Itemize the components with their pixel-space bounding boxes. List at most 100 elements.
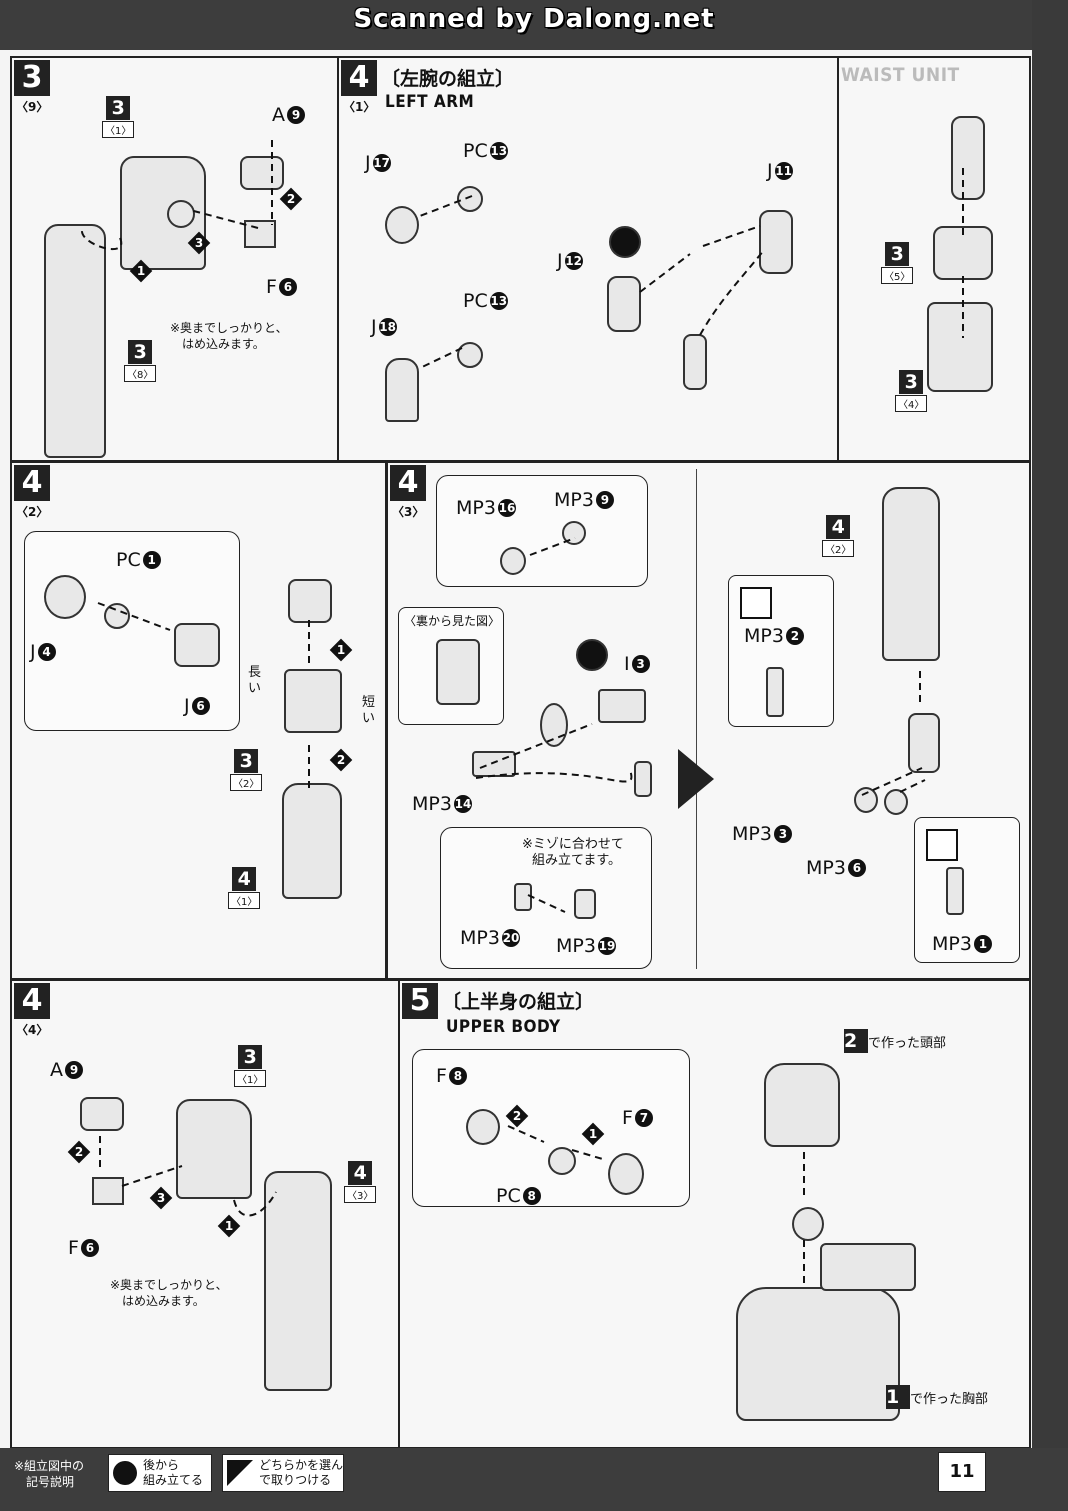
symbol-legend: ※組立図中の記号説明 後から組み立てる どちらかを選んで取りつける xyxy=(0,1448,1068,1511)
part-j12-shape xyxy=(607,276,641,332)
part-j11-shape xyxy=(759,210,793,274)
section-title-en: UPPER BODY xyxy=(446,1017,561,1037)
page-edge-bar xyxy=(1032,0,1068,1511)
build-later-icon xyxy=(113,1461,137,1485)
step-number: 4 xyxy=(390,465,426,501)
step-marker: 3 xyxy=(149,1186,173,1210)
legend-choose-one: どちらかを選んで取りつける xyxy=(222,1454,344,1492)
upper-arm-joint xyxy=(683,334,707,390)
thumb-part xyxy=(634,761,652,797)
scan-watermark: Scanned by Dalong.net xyxy=(353,4,715,34)
scan-header xyxy=(0,0,1068,50)
length-short-label: 短い xyxy=(362,695,376,726)
step-number: 4 xyxy=(341,60,377,96)
section-title-jp: 〔左腕の組立〕 xyxy=(381,68,515,90)
step-marker: 2 xyxy=(505,1104,529,1128)
part-pc13-shape xyxy=(457,342,483,368)
ref-badge: 3〈2〉 xyxy=(230,749,263,791)
waist-armor-bottom xyxy=(927,302,993,392)
part-f6-shape xyxy=(92,1177,124,1205)
shoulder-armor-part xyxy=(176,1099,252,1199)
step-sub: 〈4〉 xyxy=(16,1023,49,1037)
choose-one-icon xyxy=(740,587,772,619)
chest-assembly xyxy=(736,1287,900,1421)
step-marker: 2 xyxy=(67,1140,91,1164)
back-view-part xyxy=(436,639,480,705)
ref-badge: 4〈1〉 xyxy=(228,867,261,909)
neck-joint-part xyxy=(792,1207,824,1241)
length-long-label: 長い xyxy=(248,665,262,696)
choose-one-icon xyxy=(926,829,958,861)
ref-badge: 3〈4〉 xyxy=(895,370,928,412)
part-j17-shape xyxy=(385,206,419,244)
part-mp3-3-shape xyxy=(854,787,878,813)
flow-arrow xyxy=(678,749,714,809)
finger-core-part xyxy=(540,703,568,747)
assembly-note: ※ミゾに合わせて組み立てます。 xyxy=(522,837,624,868)
step-marker: 1 xyxy=(217,1214,241,1238)
back-view-label: 〈裏から見た図〉 xyxy=(404,614,501,628)
part-i3-shape xyxy=(598,689,646,723)
step-sub: 〈3〉 xyxy=(392,505,425,519)
build-later-icon xyxy=(576,639,608,671)
panel-step-6-waist: WAIST UNIT 3〈5〉 3〈4〉 xyxy=(837,56,1031,462)
section-title-jp: 〔上半身の組立〕 xyxy=(442,991,595,1013)
step-number: 3 xyxy=(14,60,50,96)
joint-hole xyxy=(167,200,195,228)
backpack-part xyxy=(820,1243,916,1291)
forearm-assembly xyxy=(282,783,342,899)
part-mp3-2-shape xyxy=(766,667,784,717)
step-number: 5 xyxy=(402,983,438,1019)
detail-bubble xyxy=(436,475,648,587)
part-f6-shape xyxy=(244,220,276,248)
head-assembly xyxy=(764,1063,840,1147)
step-number: 4 xyxy=(14,983,50,1019)
legend-build-later: 後から組み立てる xyxy=(108,1454,212,1492)
step-marker: 2 xyxy=(279,187,303,211)
section-title-en: LEFT ARM xyxy=(385,92,475,112)
page-number: 11 xyxy=(938,1452,986,1492)
part-mp3-1-shape xyxy=(946,867,964,915)
step-marker: 1 xyxy=(129,259,153,283)
part-mp3-16-shape xyxy=(500,547,526,575)
forearm-cap-part xyxy=(284,669,342,733)
step-marker: 1 xyxy=(581,1122,605,1146)
part-j4-shape xyxy=(44,575,86,619)
part-f8-shape xyxy=(466,1109,500,1145)
part-mp3-6-shape xyxy=(884,789,908,815)
build-later-icon xyxy=(609,226,641,258)
arm-assembly xyxy=(264,1171,332,1391)
part-pc13-shape xyxy=(457,186,483,212)
forearm-assembly xyxy=(882,487,940,661)
part-j18-shape xyxy=(385,358,419,422)
waist-joint-part xyxy=(951,116,985,200)
step-marker: 2 xyxy=(329,748,353,772)
part-f7-shape xyxy=(608,1153,644,1195)
